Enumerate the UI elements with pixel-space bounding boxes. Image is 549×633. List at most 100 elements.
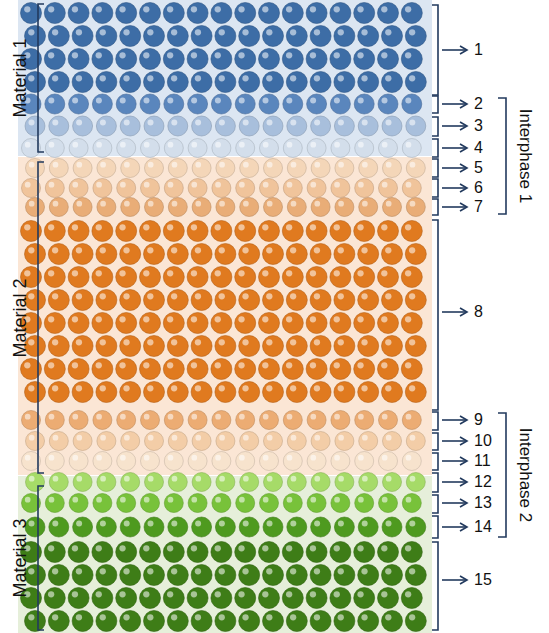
atom-highlight bbox=[362, 521, 368, 527]
atom-highlight bbox=[53, 435, 59, 441]
atom-sphere bbox=[306, 542, 327, 563]
atom-highlight bbox=[262, 6, 268, 12]
atom-highlight bbox=[409, 614, 415, 620]
atom-highlight bbox=[242, 614, 248, 620]
atom-highlight bbox=[100, 75, 106, 81]
atom-highlight bbox=[239, 142, 245, 148]
atom-highlight bbox=[219, 120, 225, 126]
atom-highlight bbox=[262, 545, 268, 551]
atom-sphere bbox=[211, 359, 232, 380]
atom-highlight bbox=[171, 614, 177, 620]
atom-highlight bbox=[148, 435, 154, 441]
atom-sphere bbox=[69, 411, 88, 430]
atom-highlight bbox=[405, 52, 411, 58]
atom-sphere bbox=[401, 49, 422, 70]
atom-sphere bbox=[355, 494, 374, 513]
atom-sphere bbox=[263, 565, 284, 586]
atom-sphere bbox=[68, 588, 89, 609]
atom-highlight bbox=[48, 52, 54, 58]
atom-highlight bbox=[310, 182, 316, 188]
atom-highlight bbox=[405, 591, 411, 597]
atom-highlight bbox=[144, 98, 150, 104]
atom-sphere bbox=[307, 494, 326, 513]
atom-highlight bbox=[171, 75, 177, 81]
atom-highlight bbox=[148, 162, 154, 168]
atom-highlight bbox=[409, 29, 415, 35]
atom-highlight bbox=[287, 414, 293, 420]
material-band bbox=[18, 476, 432, 633]
atom-sphere bbox=[358, 26, 379, 47]
atom-sphere bbox=[263, 382, 284, 403]
atom-sphere bbox=[97, 432, 116, 451]
atom-sphere bbox=[401, 542, 422, 563]
atom-sphere bbox=[282, 49, 303, 70]
atom-highlight bbox=[123, 75, 129, 81]
atom-highlight bbox=[191, 182, 197, 188]
atom-sphere bbox=[382, 382, 403, 403]
atom-highlight bbox=[76, 162, 82, 168]
atom-sphere bbox=[141, 139, 160, 158]
atom-highlight bbox=[124, 435, 130, 441]
atom-highlight bbox=[334, 224, 340, 230]
atom-highlight bbox=[262, 224, 268, 230]
interphase-bracket bbox=[498, 98, 506, 214]
atom-highlight bbox=[215, 52, 221, 58]
atom-highlight bbox=[144, 497, 150, 503]
atom-highlight bbox=[143, 52, 149, 58]
atom-sphere bbox=[49, 198, 68, 217]
atom-highlight bbox=[48, 6, 54, 12]
arrow-line bbox=[442, 502, 466, 504]
atom-sphere bbox=[144, 244, 165, 265]
material-band bbox=[18, 157, 432, 475]
atom-sphere bbox=[382, 244, 403, 265]
atom-sphere bbox=[239, 611, 260, 632]
atom-sphere bbox=[48, 611, 69, 632]
atom-sphere bbox=[140, 359, 161, 380]
atom-highlight bbox=[358, 414, 364, 420]
atom-sphere bbox=[264, 473, 283, 492]
atom-sphere bbox=[167, 336, 188, 357]
atom-sphere bbox=[263, 336, 284, 357]
atom-sphere bbox=[378, 542, 399, 563]
atom-highlight bbox=[358, 455, 364, 461]
atom-highlight bbox=[266, 29, 272, 35]
atom-sphere bbox=[287, 517, 307, 537]
atom-sphere bbox=[168, 159, 187, 178]
arrow-line bbox=[442, 311, 466, 313]
atom-highlight bbox=[290, 29, 296, 35]
atom-highlight bbox=[124, 162, 130, 168]
atom-sphere bbox=[264, 159, 283, 178]
atom-sphere bbox=[187, 3, 208, 24]
atom-highlight bbox=[334, 591, 340, 597]
atom-sphere bbox=[167, 26, 188, 47]
atom-sphere bbox=[211, 221, 232, 242]
atom-sphere bbox=[117, 179, 136, 198]
atom-sphere bbox=[383, 198, 402, 217]
atom-sphere bbox=[44, 313, 65, 334]
atom-highlight bbox=[167, 6, 173, 12]
atom-sphere bbox=[307, 139, 326, 158]
atom-sphere bbox=[263, 72, 284, 93]
atom-highlight bbox=[29, 201, 35, 207]
atom-highlight bbox=[96, 497, 102, 503]
material-band bbox=[18, 0, 432, 156]
atom-sphere bbox=[355, 452, 374, 471]
atom-highlight bbox=[338, 120, 344, 126]
atom-sphere bbox=[259, 94, 279, 114]
atom-sphere bbox=[73, 198, 92, 217]
atom-highlight bbox=[143, 224, 149, 230]
atom-highlight bbox=[144, 414, 150, 420]
atom-sphere bbox=[239, 26, 260, 47]
atom-sphere bbox=[235, 313, 256, 334]
atom-highlight bbox=[266, 247, 272, 253]
atom-highlight bbox=[405, 6, 411, 12]
atom-sphere bbox=[330, 221, 351, 242]
atom-sphere bbox=[264, 432, 283, 451]
arrow-head bbox=[460, 499, 467, 507]
atom-highlight bbox=[123, 568, 129, 574]
atom-sphere bbox=[282, 588, 303, 609]
atom-sphere bbox=[167, 244, 188, 265]
atom-sphere bbox=[120, 336, 141, 357]
atom-sphere bbox=[286, 72, 307, 93]
atom-sphere bbox=[287, 198, 306, 217]
